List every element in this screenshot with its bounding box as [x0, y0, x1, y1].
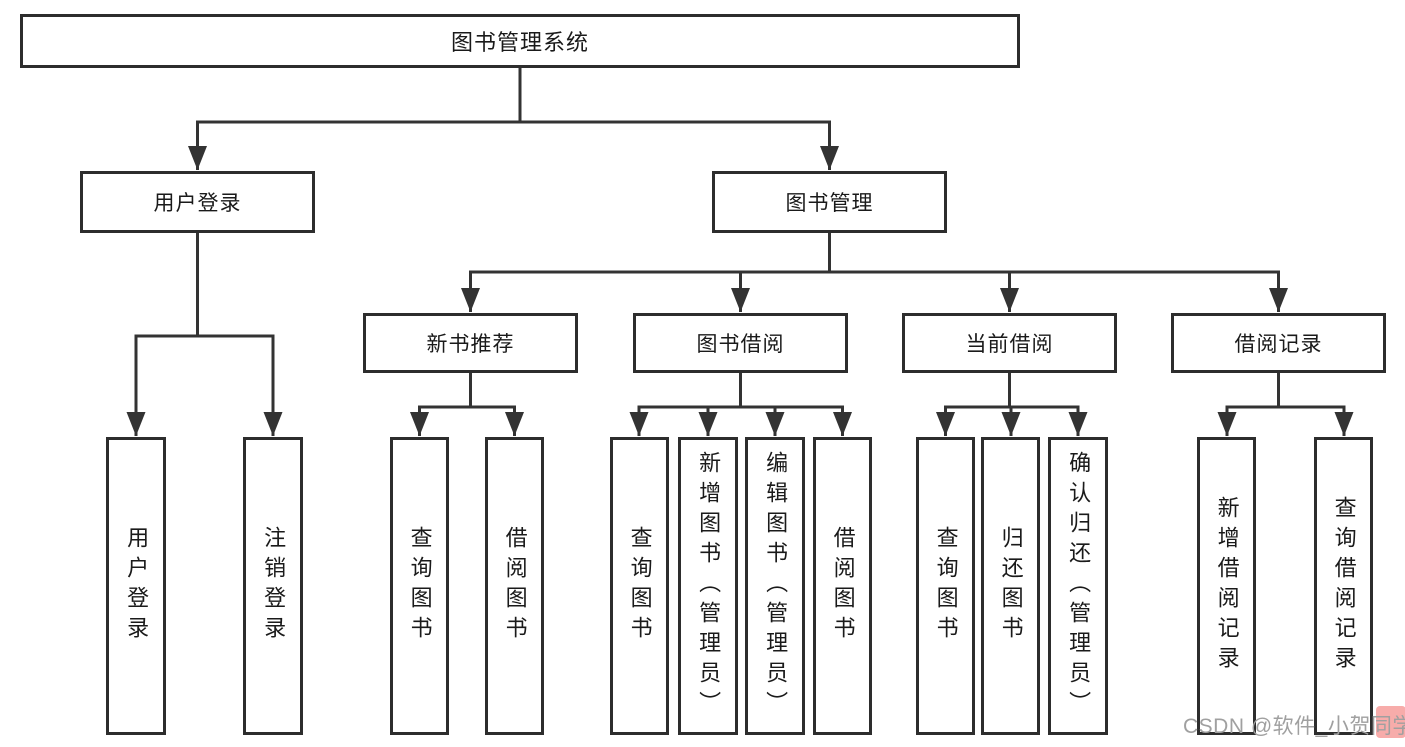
leaf-query-books-borrowing: 查询图书: [610, 437, 669, 735]
leaf-confirm-return-admin: 确认归还（管理员）: [1048, 437, 1108, 735]
leaf-user-login: 用户登录: [106, 437, 166, 735]
leaf-add-books-admin: 新增图书（管理员）: [678, 437, 738, 735]
node-new-book-recommend: 新书推荐: [363, 313, 578, 373]
leaf-logout-login: 注销登录: [243, 437, 303, 735]
watermark-accent-box: [1376, 706, 1405, 738]
node-user-login: 用户登录: [80, 171, 315, 233]
node-book-management: 图书管理: [712, 171, 947, 233]
leaf-borrow-books-recommend: 借阅图书: [485, 437, 544, 735]
leaf-edit-books-admin: 编辑图书（管理员）: [745, 437, 805, 735]
leaf-add-borrow-record: 新增借阅记录: [1197, 437, 1256, 735]
node-borrowing-records: 借阅记录: [1171, 313, 1386, 373]
node-root-system: 图书管理系统: [20, 14, 1020, 68]
leaf-query-borrow-record: 查询借阅记录: [1314, 437, 1373, 735]
leaf-return-books: 归还图书: [981, 437, 1040, 735]
watermark: CSDN @软件_小贺同学: [1183, 715, 1405, 738]
leaf-borrow-books-borrowing: 借阅图书: [813, 437, 872, 735]
node-book-borrowing: 图书借阅: [633, 313, 848, 373]
leaf-query-books-recommend: 查询图书: [390, 437, 449, 735]
node-current-borrowing: 当前借阅: [902, 313, 1117, 373]
leaf-query-books-current: 查询图书: [916, 437, 975, 735]
